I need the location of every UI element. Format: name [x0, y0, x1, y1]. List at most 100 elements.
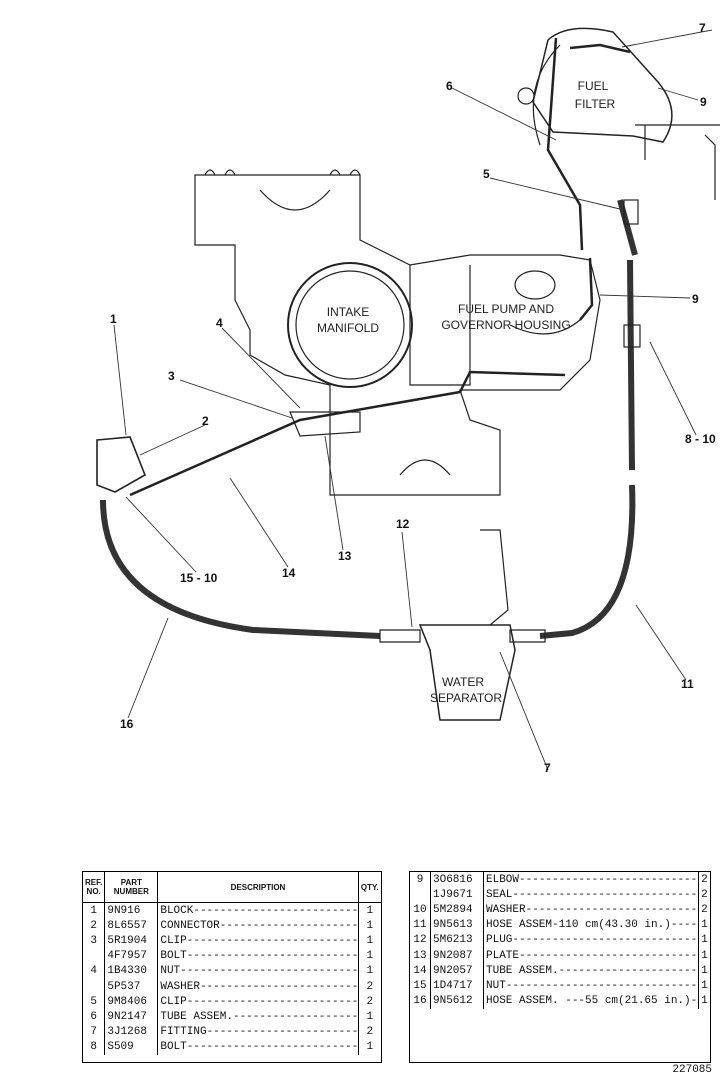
cell-part: 5M6213: [430, 932, 484, 948]
cell-qty: 2: [701, 888, 708, 901]
cell-qty: 2: [366, 980, 374, 993]
description-text: CLIP: [160, 934, 187, 947]
table-row: 105M2894WASHER2: [410, 902, 710, 918]
cell-desc: TUBE ASSEM.: [483, 963, 699, 979]
col-qty: QTY.: [358, 872, 381, 903]
leader-dashes: [220, 920, 357, 932]
cell-ref: 13: [410, 947, 431, 964]
cell-desc: BOLT: [157, 1039, 359, 1055]
callout-11: 11: [681, 677, 694, 691]
cell-part: 3J1268: [104, 1024, 159, 1040]
cell-qty: 2: [701, 873, 708, 886]
cell-ref: 9: [410, 872, 431, 888]
leader-dashes: [193, 905, 357, 917]
cell-part: 4F7957: [104, 948, 159, 964]
cell-qty: 1: [701, 979, 708, 992]
cell-desc: PLATE: [483, 947, 699, 964]
leader-dashes: [200, 981, 357, 993]
block-1: [96, 436, 146, 493]
cell-desc: CLIP: [157, 933, 359, 949]
callout-7-bottom: 7: [544, 761, 551, 775]
cell-ref: 5: [83, 994, 106, 1010]
cell-qty: 1: [366, 934, 374, 947]
hose-11: [539, 199, 638, 639]
callout-9-mid: 9: [692, 292, 699, 306]
parts-table-right: 93O6816ELBOW21J9671SEAL2105M2894WASHER21…: [409, 871, 711, 1063]
water-separator-shape: [418, 624, 516, 721]
cell-desc: WASHER: [157, 978, 359, 995]
callout-1: 1: [110, 312, 117, 326]
cell-qty: 2: [366, 1026, 374, 1039]
cell-ref: 2: [83, 918, 106, 934]
cell-ref: 4: [83, 963, 106, 979]
water-separator-label: WATER: [442, 675, 484, 689]
cell-part: 1D4717: [430, 978, 484, 994]
table-row: 125M6213PLUG1: [410, 932, 710, 948]
cell-part: 9N2057: [430, 963, 484, 979]
callout-2: 2: [202, 414, 209, 428]
cell-part: 9M8406: [104, 994, 159, 1010]
leader-dashes: [519, 874, 697, 886]
cell-ref: 1: [83, 902, 106, 919]
cell-part: 9N5612: [430, 993, 484, 1009]
cell-desc: NUT: [157, 963, 359, 979]
table-row: 151D4717NUT1: [410, 978, 710, 994]
leader-dashes: [671, 919, 698, 931]
description-text: WASHER: [160, 980, 200, 993]
cell-ref: 16: [410, 993, 431, 1009]
leader-dashes: [207, 1026, 358, 1038]
cell-qty: 1: [366, 1041, 374, 1054]
fuel-pump-label-2: GOVERNOR HOUSING: [441, 318, 570, 332]
cell-desc: ELBOW: [483, 872, 699, 888]
cell-ref: 6: [83, 1009, 106, 1025]
cell-qty: 1: [701, 919, 708, 932]
description-text: HOSE ASSEM. ---55 cm(21.65 in.): [486, 995, 691, 1008]
description-text: TUBE ASSEM.: [486, 964, 559, 977]
intake-manifold-label: INTAKE: [327, 305, 369, 319]
table-row: 93O6816ELBOW2: [410, 872, 710, 888]
cell-desc: FITTING: [157, 1024, 359, 1040]
cell-ref: [83, 948, 106, 964]
engine-block-outline: [194, 174, 601, 496]
description-text: TUBE ASSEM.: [160, 1010, 233, 1023]
cell-desc: CLIP: [157, 994, 359, 1010]
fuel-system-diagram: INTAKE MANIFOLD FUEL PUMP AND GOVERNOR H…: [96, 21, 720, 775]
table-row: 139N2087PLATE1: [410, 947, 710, 964]
cell-desc: WASHER: [483, 902, 699, 918]
tube-14: [129, 370, 566, 497]
col-ref: REF. NO.: [83, 872, 106, 903]
description-text: HOSE ASSEM-110 cm(43.30 in.): [486, 919, 671, 932]
cell-part: 9N2147: [104, 1009, 159, 1025]
callout-12: 12: [396, 517, 410, 531]
cell-part: 9N2087: [430, 947, 484, 964]
callout-16: 16: [120, 717, 134, 731]
callout-14: 14: [282, 566, 296, 580]
cell-ref: 8: [83, 1039, 106, 1055]
leader-dashes: [187, 950, 357, 962]
cell-desc: TUBE ASSEM.: [157, 1009, 359, 1025]
description-text: NUT: [160, 965, 181, 978]
cell-ref: [410, 887, 431, 903]
table-row: 59M8406CLIP2: [83, 994, 381, 1010]
cell-desc: HOSE ASSEM. ---55 cm(21.65 in.): [483, 993, 699, 1009]
fuel-filter-label: FUEL: [578, 79, 609, 93]
fuel-filter-shape: [532, 27, 673, 143]
description-text: BLOCK: [160, 904, 194, 917]
callout-3: 3: [168, 369, 175, 383]
water-separator-label-2: SEPARATOR: [430, 691, 502, 705]
engine-bottom-slot: [399, 459, 451, 476]
cell-desc: BLOCK: [157, 902, 359, 919]
cell-ref: 10: [410, 902, 431, 918]
leader-dashes: [180, 965, 357, 977]
tube-6: [546, 37, 584, 251]
cell-part: S509: [104, 1039, 159, 1055]
fuel-filter-label-2: FILTER: [575, 97, 616, 111]
cell-qty: 2: [701, 903, 708, 916]
leader-dashes: [506, 980, 698, 992]
table-row: 28L6557CONNECTOR1: [83, 918, 381, 934]
leader-dashes: [187, 1041, 357, 1053]
